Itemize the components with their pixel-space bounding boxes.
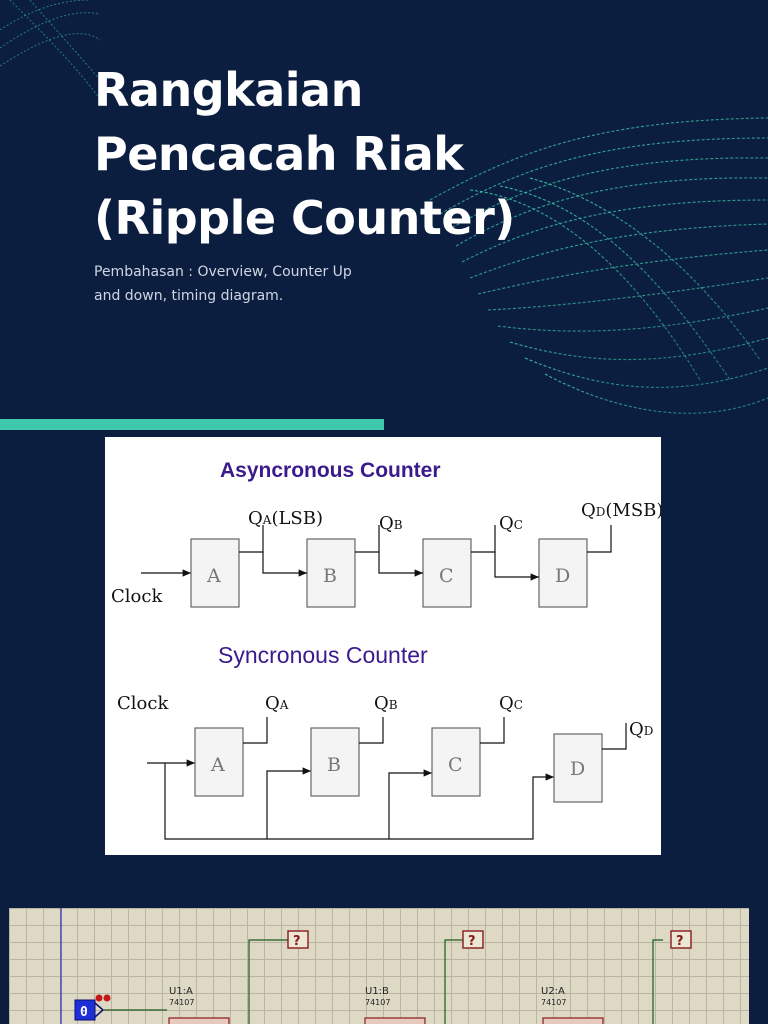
chip-3-name: U2:A <box>541 986 565 997</box>
probe-2[interactable]: ? <box>462 930 484 949</box>
async-block-b <box>306 538 356 608</box>
sync-qc-wire <box>480 717 505 744</box>
sync-output-qa: QA <box>265 693 289 714</box>
logic-indicator-dots <box>95 994 111 1002</box>
chip-1-name: U1:A <box>169 986 193 997</box>
chip-3-body[interactable] <box>542 1017 604 1024</box>
async-a-to-b <box>262 552 307 577</box>
async-output-qa: QA(LSB) <box>248 508 323 529</box>
async-heading: Asyncronous Counter <box>220 459 441 482</box>
simulation-schematic: 0 ? ? ? U1:A 74107 U1:B <box>60 908 692 1024</box>
sync-output-qb: QB <box>374 693 398 714</box>
sync-block-a-label: A <box>210 754 225 776</box>
async-block-c <box>422 538 472 608</box>
chip-2-body[interactable] <box>364 1017 426 1024</box>
async-block-a <box>190 538 240 608</box>
simulation-canvas: 0 ? ? ? U1:A 74107 U1:B <box>9 908 749 1024</box>
counter-diagrams: Asyncronous Counter Clock A B C D QA(LSB… <box>111 459 661 840</box>
async-block-c-label: C <box>439 565 454 587</box>
async-output-qc: QC <box>499 513 523 534</box>
async-qc-wire <box>471 525 496 553</box>
probe-2-label: ? <box>468 934 476 949</box>
subtitle-line-2: and down, timing diagram. <box>94 288 284 304</box>
sync-output-qd: QD <box>629 719 653 740</box>
chip-1-part: 74107 <box>169 998 194 1007</box>
page-title: Rangkaian Pencacah Riak (Ripple Counter) <box>94 58 554 250</box>
async-block-d <box>538 538 588 608</box>
chip-3-part: 74107 <box>541 998 566 1007</box>
async-output-qd: QD(MSB) <box>581 500 661 521</box>
async-b-to-c <box>378 552 423 577</box>
chip-2-name: U1:B <box>365 986 389 997</box>
subtitle: Pembahasan : Overview, Counter Up and do… <box>94 260 394 308</box>
async-qd-wire <box>587 525 612 553</box>
probe-3[interactable]: ? <box>670 930 692 949</box>
sync-clock-bus <box>164 763 554 840</box>
async-block-b-label: B <box>323 565 337 587</box>
chip-2-part: 74107 <box>365 998 390 1007</box>
sync-qd-wire <box>602 723 627 750</box>
logic-state-source[interactable]: 0 <box>74 999 105 1021</box>
async-block-a-label: A <box>206 565 221 587</box>
chip-1-body[interactable] <box>168 1017 230 1024</box>
title-line-2: Pencacah Riak <box>94 127 464 181</box>
sync-clock-label: Clock <box>117 693 169 714</box>
sync-block-c <box>431 727 481 797</box>
title-line-1: Rangkaian <box>94 63 363 117</box>
sync-block-b <box>310 727 360 797</box>
wave-decoration <box>0 0 768 414</box>
sync-block-d-label: D <box>570 758 585 780</box>
sync-heading: Syncronous Counter <box>218 642 428 668</box>
probe-1[interactable]: ? <box>287 930 309 949</box>
async-clock-label: Clock <box>111 586 163 607</box>
subtitle-line-1: Pembahasan : Overview, Counter Up <box>94 264 352 280</box>
logic-state-value: 0 <box>80 1005 88 1020</box>
sync-block-d <box>553 733 603 803</box>
probe-3-label: ? <box>676 934 684 949</box>
sync-qb-wire <box>359 717 384 744</box>
sync-block-a <box>194 727 244 797</box>
async-c-to-d <box>494 552 539 581</box>
sync-block-c-label: C <box>448 754 463 776</box>
sync-clock-to-c <box>388 769 432 839</box>
probe-1-label: ? <box>293 934 301 949</box>
sync-output-qc: QC <box>499 693 523 714</box>
title-line-3: (Ripple Counter) <box>94 191 515 245</box>
async-output-qb: QB <box>379 513 403 534</box>
accent-bar <box>0 419 384 430</box>
counter-diagram-card: Asyncronous Counter Clock A B C D QA(LSB… <box>105 437 661 855</box>
async-qb-wire <box>355 525 380 553</box>
sync-block-b-label: B <box>327 754 341 776</box>
sync-qa-wire <box>243 717 268 744</box>
async-block-d-label: D <box>555 565 570 587</box>
async-qa-wire <box>239 525 264 553</box>
sync-clock-to-b <box>266 767 311 839</box>
